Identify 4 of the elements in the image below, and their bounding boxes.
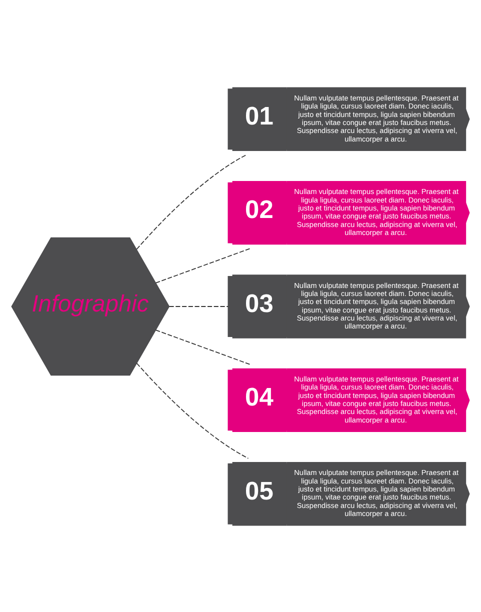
connector	[136, 362, 249, 458]
connector	[155, 247, 252, 283]
connector	[136, 154, 248, 250]
connector	[155, 329, 252, 365]
